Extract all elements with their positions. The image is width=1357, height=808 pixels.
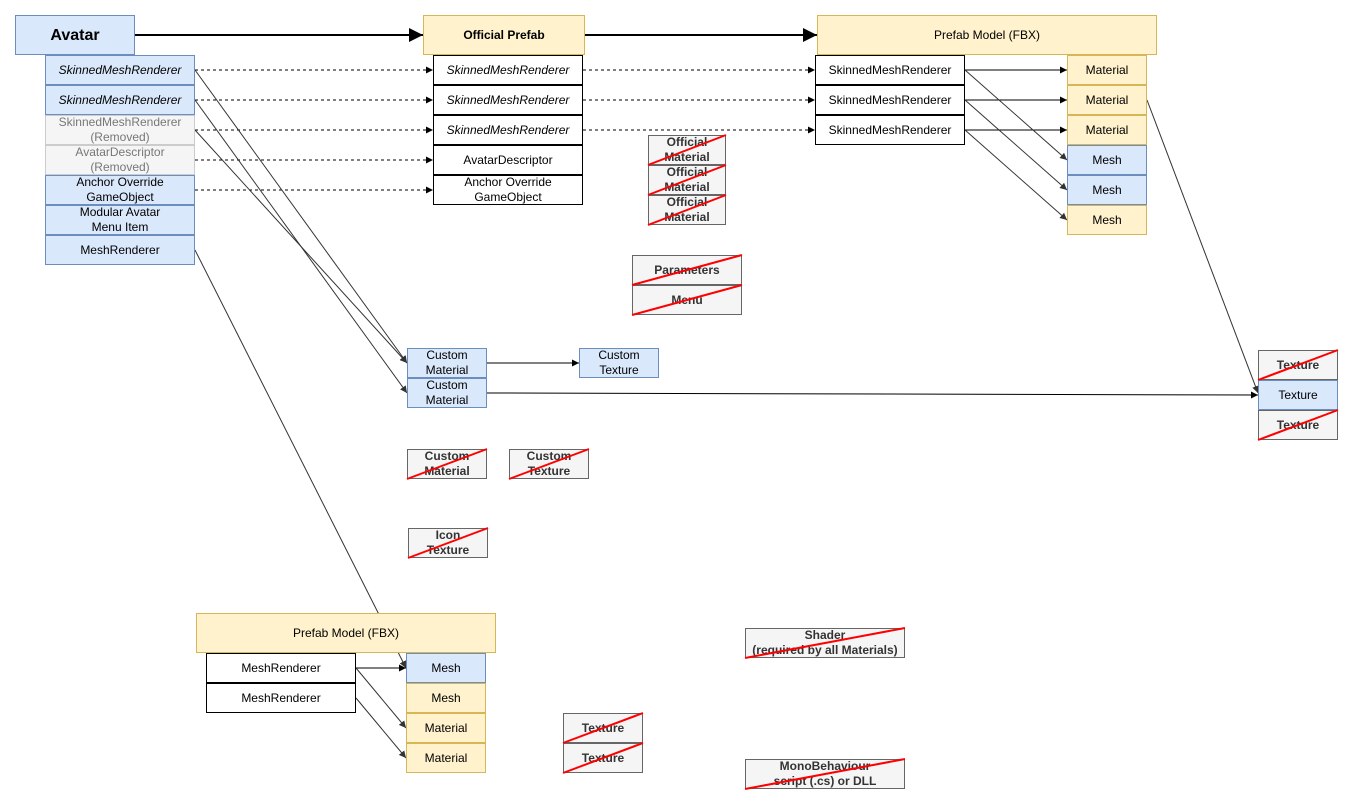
custom-texture: Custom Texture <box>579 348 659 378</box>
bottom-mesh-renderer: MeshRenderer <box>206 683 356 713</box>
prefab-model-title: Prefab Model (FBX) <box>817 15 1157 55</box>
strike-line <box>631 284 743 316</box>
model-material: Material <box>1067 115 1147 145</box>
link <box>964 69 1068 161</box>
model-material: Material <box>1067 85 1147 115</box>
custom-material: Custom Material <box>407 348 487 378</box>
avatar-anchor-override: Anchor Override GameObject <box>45 175 195 205</box>
official-skinned-mesh-renderer: SkinnedMeshRenderer <box>433 115 583 145</box>
strike-line <box>647 194 727 226</box>
custom-material: Custom Material <box>407 378 487 408</box>
strike-line <box>1257 409 1339 441</box>
strike-line <box>744 627 906 659</box>
model-skinned-mesh-renderer: SkinnedMeshRenderer <box>815 55 965 85</box>
avatar-descriptor-removed: AvatarDescriptor (Removed) <box>45 145 195 175</box>
link <box>486 391 1259 399</box>
strike-line <box>1257 349 1339 381</box>
official-anchor-override: Anchor Override GameObject <box>433 175 583 205</box>
avatar-menu-item: Modular Avatar Menu Item <box>45 205 195 235</box>
prefab-model-bottom-title: Prefab Model (FBX) <box>196 613 496 653</box>
link <box>355 667 407 729</box>
strike-line <box>406 448 488 480</box>
model-mesh: Mesh <box>1067 205 1147 235</box>
model-mesh: Mesh <box>1067 175 1147 205</box>
strike-line <box>407 527 489 559</box>
avatar-skinned-mesh-renderer: SkinnedMeshRenderer <box>45 85 195 115</box>
strike-line <box>508 448 590 480</box>
official-avatar-descriptor: AvatarDescriptor <box>433 145 583 175</box>
link <box>355 697 407 759</box>
bottom-material: Material <box>406 713 486 743</box>
model-skinned-mesh-renderer: SkinnedMeshRenderer <box>815 115 965 145</box>
strike-line <box>744 758 906 790</box>
link <box>194 129 408 364</box>
avatar-skinned-mesh-renderer-removed: SkinnedMeshRenderer (Removed) <box>45 115 195 145</box>
link <box>194 249 407 669</box>
link <box>964 129 1068 221</box>
link <box>964 99 1068 191</box>
bottom-mesh: Mesh <box>406 653 486 683</box>
model-skinned-mesh-renderer: SkinnedMeshRenderer <box>815 85 965 115</box>
official-skinned-mesh-renderer: SkinnedMeshRenderer <box>433 85 583 115</box>
official-skinned-mesh-renderer: SkinnedMeshRenderer <box>433 55 583 85</box>
avatar-title: Avatar <box>15 15 135 55</box>
avatar-mesh-renderer: MeshRenderer <box>45 235 195 265</box>
texture: Texture <box>1258 380 1338 410</box>
official-prefab-title: Official Prefab <box>423 15 585 55</box>
bottom-material: Material <box>406 743 486 773</box>
link <box>194 69 408 364</box>
model-mesh: Mesh <box>1067 145 1147 175</box>
strike-line <box>562 742 644 774</box>
strike-line <box>562 712 644 744</box>
model-material: Material <box>1067 55 1147 85</box>
bottom-mesh-renderer: MeshRenderer <box>206 653 356 683</box>
strike-line <box>647 134 727 166</box>
strike-line <box>631 254 743 286</box>
bottom-mesh: Mesh <box>406 683 486 713</box>
strike-line <box>647 164 727 196</box>
link <box>194 99 408 394</box>
avatar-skinned-mesh-renderer: SkinnedMeshRenderer <box>45 55 195 85</box>
link <box>1146 99 1259 394</box>
